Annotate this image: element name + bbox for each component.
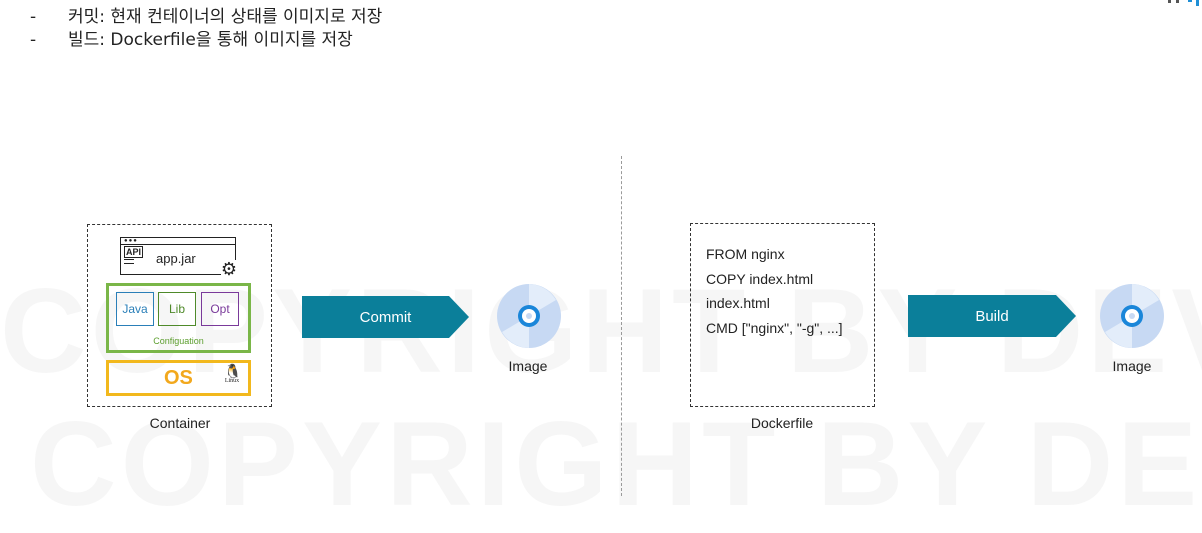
dockerfile-line: FROM nginx: [706, 246, 785, 262]
gear-icon: ⚙: [220, 259, 237, 279]
center-divider: [621, 156, 622, 496]
linux-tux-icon: 🐧 Linux: [224, 363, 242, 384]
image-caption: Image: [508, 358, 548, 374]
bullet-text: 커밋: 현재 컨테이너의 상태를 이미지로 저장: [68, 7, 383, 27]
bullet-text: 빌드: Dockerfile을 통해 이미지를 저장: [68, 30, 353, 50]
dockerfile-line: COPY index.html: [706, 270, 814, 287]
build-label: Build: [975, 307, 1009, 325]
dockerfile-box: [690, 223, 875, 407]
config-item-lib: Lib: [158, 292, 196, 326]
config-item-java: Java: [116, 292, 154, 326]
config-item-label: Lib: [168, 302, 185, 316]
dockerfile-caption: Dockerfile: [750, 415, 814, 431]
config-item-label: Java: [122, 302, 148, 316]
text-lines-icon: [124, 259, 134, 267]
configuration-label: Configuation: [153, 336, 204, 346]
dockerfile-line: CMD ["nginx", "-g", ...]: [706, 319, 843, 336]
bullet-marker: -: [30, 7, 37, 27]
config-item-opt: Opt: [201, 292, 239, 326]
linux-label: Linux: [224, 378, 240, 384]
configuration-box: Java Lib Opt Configuation: [106, 283, 251, 353]
bullet-item: - 커밋: 현재 컨테이너의 상태를 이미지로 저장: [30, 6, 382, 29]
build-arrow: Build: [908, 295, 1076, 337]
window-dots-icon: ●●●: [124, 238, 138, 244]
app-jar-label: app.jar: [156, 251, 196, 266]
image-disc-icon: [497, 284, 561, 348]
api-icon: API: [124, 246, 144, 258]
commit-arrow: Commit: [302, 296, 469, 338]
dockerfile-line: index.html: [706, 295, 770, 311]
image-disc-icon: [1100, 284, 1164, 348]
bullet-marker: -: [30, 30, 37, 50]
app-jar-box: ●●● API app.jar ⚙: [120, 237, 237, 279]
dockerfile-content: FROM nginx COPY index.html index.html CM…: [706, 242, 843, 340]
commit-label: Commit: [359, 308, 412, 326]
config-item-label: Opt: [210, 302, 230, 316]
os-label: OS: [164, 367, 193, 389]
container-box: [87, 224, 272, 407]
image-caption: Image: [1112, 358, 1152, 374]
os-box: OS 🐧 Linux: [106, 360, 251, 396]
container-caption: Container: [149, 415, 211, 431]
bullet-list: - 커밋: 현재 컨테이너의 상태를 이미지로 저장 - 빌드: Dockerf…: [30, 6, 382, 52]
cropped-logo: [1162, 0, 1202, 12]
bullet-item: - 빌드: Dockerfile을 통해 이미지를 저장: [30, 29, 382, 52]
